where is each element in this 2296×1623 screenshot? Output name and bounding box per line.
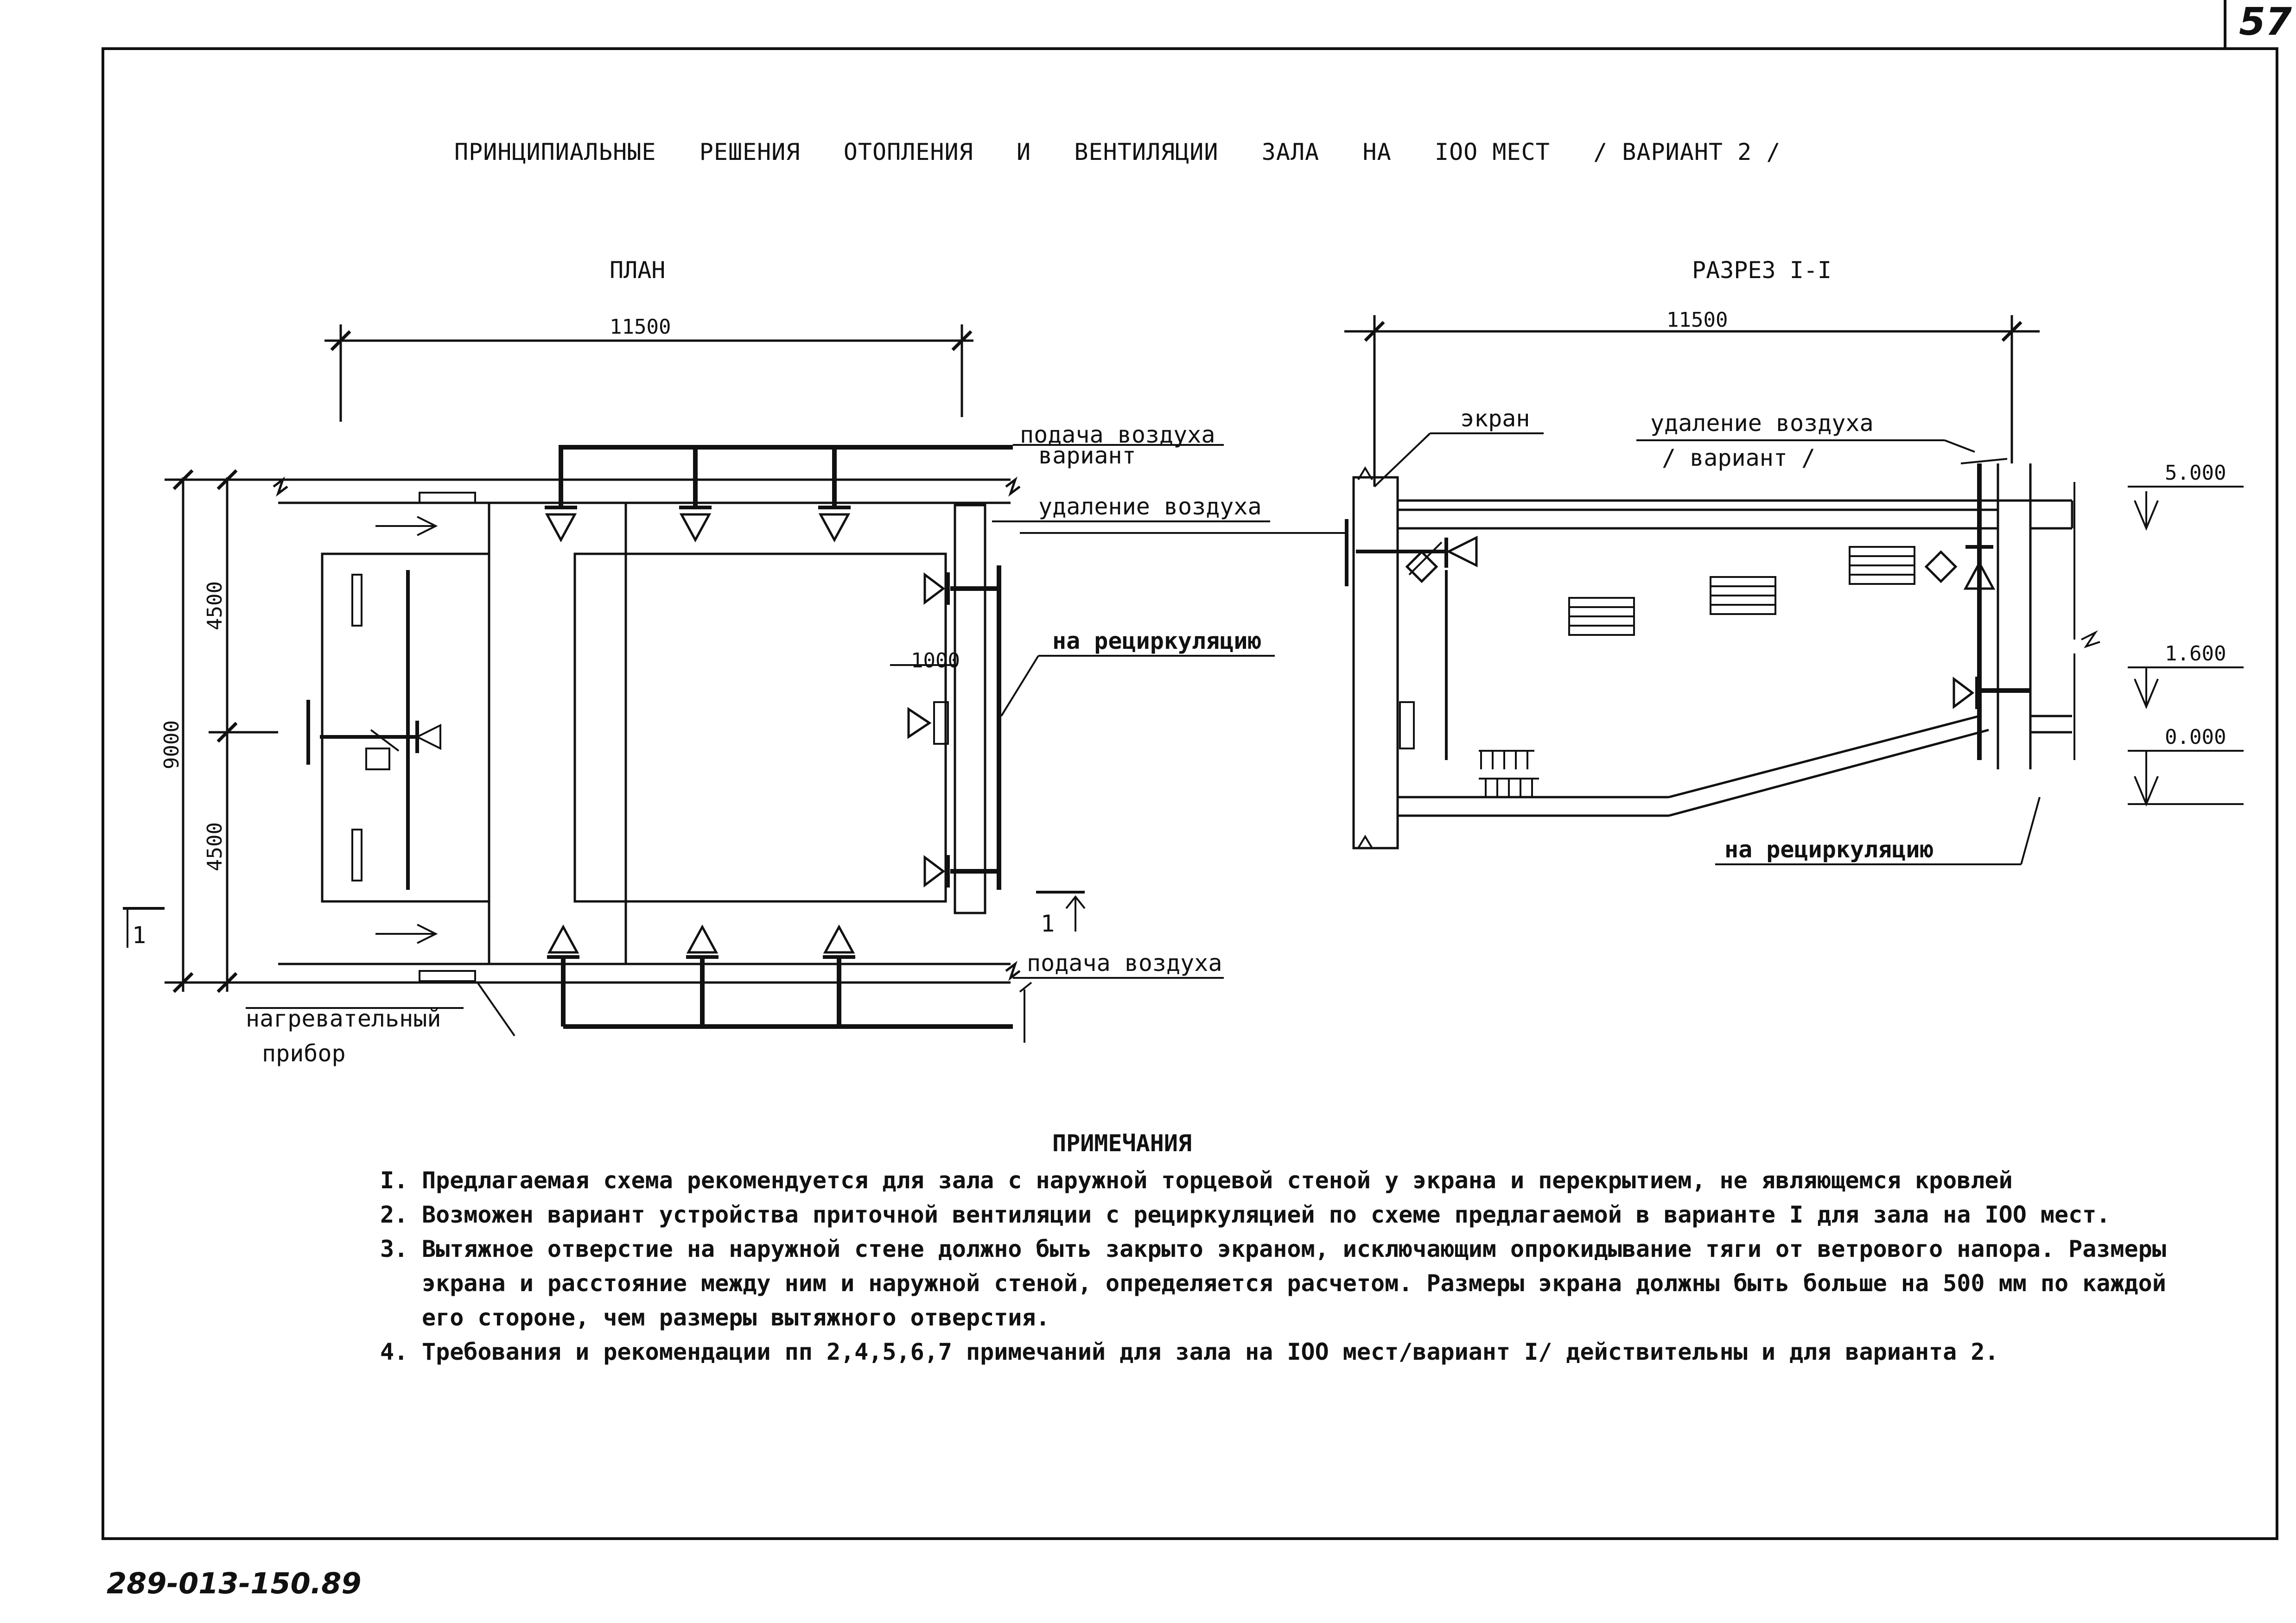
note-item: I. Предлагаемая схема рекомендуется для … — [380, 1163, 2188, 1198]
note-item: 4. Требования и рекомендации пп 2,4,5,6,… — [380, 1335, 2188, 1369]
plan-label-recirc: на рециркуляцию — [1052, 628, 1262, 654]
section-drawing — [1020, 315, 2244, 865]
plan-dim-half-top: 4500 — [203, 581, 227, 630]
note-text: Возможен вариант устройства приточной ве… — [422, 1201, 2111, 1228]
note-text: Предлагаемая схема рекомендуется для зал… — [422, 1167, 2013, 1194]
level-top: 5.000 — [2165, 461, 2226, 485]
note-item: 3. Вытяжное отверстие на наружной стене … — [380, 1232, 2188, 1335]
note-text: Вытяжное отверстие на наружной стене дол… — [422, 1236, 2166, 1331]
drawing-title: ПРИНЦИПИАЛЬНЫЕ РЕШЕНИЯ ОТОПЛЕНИЯ И ВЕНТИ… — [454, 139, 1781, 165]
plan-heading: ПЛАН — [610, 257, 665, 284]
section-label-screen: экран — [1460, 405, 1530, 432]
plan-label-supply: подача воздуха — [1027, 950, 1222, 976]
plan-dim-total: 9000 — [160, 720, 184, 769]
level-mid: 1.600 — [2165, 642, 2226, 666]
plan-dim-small: 1000 — [911, 649, 960, 672]
sheet-frame — [102, 47, 2278, 1540]
notes-block: ПРИМЕЧАНИЯ I. Предлагаемая схема рекомен… — [380, 1126, 2188, 1369]
notes-heading: ПРИМЕЧАНИЯ — [1052, 1130, 1192, 1157]
section-heading: РАЗРЕЗ I-I — [1692, 257, 1832, 284]
plan-label-variant: вариант — [1038, 442, 1136, 469]
plan-dim-half-bottom: 4500 — [203, 822, 227, 871]
plan-drawing — [123, 324, 1275, 1043]
plan-label-heater-2: прибор — [262, 1040, 346, 1067]
page-number: 57 — [2239, 0, 2292, 44]
plan-label-heater-1: нагревательный — [246, 1005, 441, 1032]
note-number: 2. — [380, 1201, 408, 1228]
section-dim-width: 11500 — [1666, 308, 1728, 332]
note-number: I. — [380, 1167, 408, 1194]
document-code: 289-013-150.89 — [107, 1566, 362, 1600]
level-zero: 0.000 — [2165, 725, 2226, 749]
note-number: 4. — [380, 1338, 408, 1365]
plan-label-supply-variant: подача воздуха — [1020, 421, 1215, 448]
section-mark-left: 1 — [132, 922, 146, 949]
section-mark-right: 1 — [1041, 910, 1055, 937]
section-label-exhaust-2: / вариант / — [1662, 444, 1815, 471]
section-label-exhaust-1: удаление воздуха — [1650, 410, 1874, 437]
plan-label-exhaust: удаление воздуха — [1038, 493, 1262, 520]
plan-dim-width: 11500 — [610, 315, 671, 339]
note-text: Требования и рекомендации пп 2,4,5,6,7 п… — [422, 1338, 1999, 1365]
note-item: 2. Возможен вариант устройства приточной… — [380, 1198, 2188, 1232]
section-label-recirc: на рециркуляцию — [1724, 836, 1934, 863]
note-number: 3. — [380, 1236, 408, 1262]
